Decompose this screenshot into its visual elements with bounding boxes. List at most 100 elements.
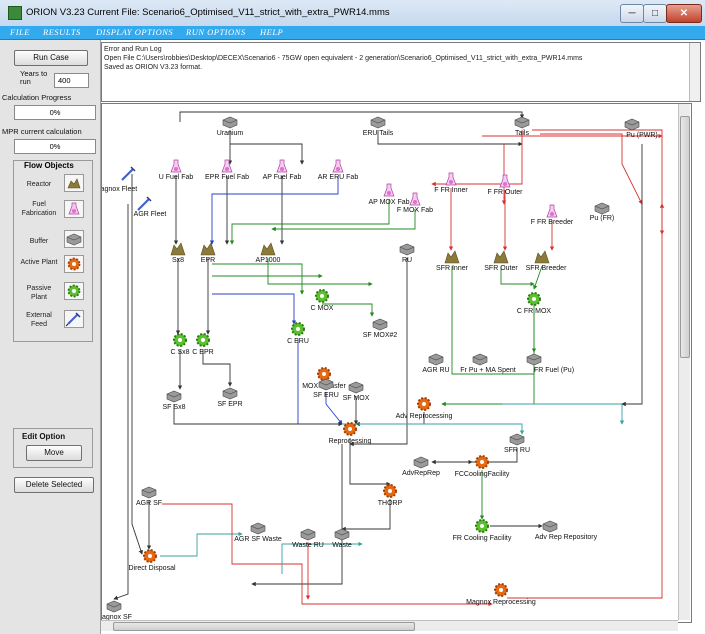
node-ru[interactable]: RU bbox=[399, 243, 415, 264]
delete-selected-button[interactable]: Delete Selected bbox=[14, 477, 94, 493]
error-run-log: Error and Run Log Open File C:\Users\rob… bbox=[101, 42, 701, 102]
flow-line bbox=[507, 203, 665, 599]
node-adv-reprocessing[interactable]: Adv Reprocessing bbox=[396, 397, 453, 420]
node-label: F MOX Fab bbox=[397, 207, 433, 214]
node-label: AR ERU Fab bbox=[318, 174, 359, 181]
node-u-fuel-fab[interactable]: U Fuel Fab bbox=[159, 159, 194, 181]
maximize-button[interactable]: □ bbox=[643, 4, 667, 23]
external-feed-icon[interactable] bbox=[64, 310, 84, 328]
node-magnox-reprocessing[interactable]: Magnox Reprocessing bbox=[466, 583, 536, 606]
node-ap-mox-fab[interactable]: AP MOX Fab bbox=[368, 183, 410, 206]
node-thorp[interactable]: THORP bbox=[378, 484, 403, 507]
flow-line bbox=[621, 144, 643, 407]
menu-file[interactable]: FILE bbox=[10, 27, 30, 37]
vertical-scrollbar[interactable] bbox=[678, 104, 690, 620]
node-c-fr-mox[interactable]: C FR MOX bbox=[517, 292, 552, 315]
menu-display-options[interactable]: DISPLAY OPTIONS bbox=[96, 27, 174, 37]
node-fr-cooling-facility[interactable]: FR Cooling Facility bbox=[453, 519, 512, 542]
node-sf-mox-2[interactable]: SF MOX#2 bbox=[363, 318, 398, 339]
node-label: ERU Tails bbox=[363, 130, 394, 137]
node-sfr-ru[interactable]: SFR RU bbox=[504, 433, 530, 454]
node-sf-mox[interactable]: SF MOX bbox=[343, 381, 370, 402]
horizontal-scroll-thumb[interactable] bbox=[113, 622, 415, 631]
active-plant-icon[interactable] bbox=[64, 255, 84, 273]
node-uranium[interactable]: Uranium bbox=[217, 116, 244, 137]
node-fr-fuel-pu[interactable]: FR Fuel (Pu) bbox=[526, 353, 574, 374]
flow-objects-title: Flow Objects bbox=[24, 161, 74, 170]
node-agr-sf[interactable]: AGR SF bbox=[136, 486, 162, 507]
node-tails[interactable]: Tails bbox=[514, 116, 530, 137]
node-reprocessing[interactable]: Reprocessing bbox=[329, 422, 372, 445]
node-label: Waste bbox=[332, 542, 352, 549]
node-label: C ERU bbox=[287, 338, 309, 345]
node-waste-ru[interactable]: Waste RU bbox=[292, 528, 324, 549]
node-c-epr[interactable]: C EPR bbox=[192, 333, 214, 356]
node-eru-tails[interactable]: ERU Tails bbox=[363, 116, 394, 137]
minimize-button[interactable]: ─ bbox=[620, 4, 644, 23]
menu-results[interactable]: RESULTS bbox=[43, 27, 81, 37]
node-fccoolingfacility[interactable]: FCCoolingFacility bbox=[455, 455, 510, 478]
menu-run-options[interactable]: RUN OPTIONS bbox=[186, 27, 246, 37]
node-pu-pwr[interactable]: Pu (PWR) bbox=[624, 118, 658, 139]
node-c-sx8[interactable]: C Sx8 bbox=[170, 333, 190, 356]
node-f-fr-inner[interactable]: F FR Inner bbox=[434, 172, 468, 194]
node-ap1000[interactable]: AP1000 bbox=[256, 242, 281, 264]
node-c-mox[interactable]: C MOX bbox=[311, 289, 334, 312]
log-scrollbar[interactable] bbox=[689, 43, 700, 101]
fuel-fabrication-icon[interactable] bbox=[64, 200, 84, 218]
flow-line bbox=[173, 404, 343, 427]
node-sfr-breeder[interactable]: SFR Breeder bbox=[526, 250, 568, 272]
node-agr-sf-waste[interactable]: AGR SF Waste bbox=[234, 522, 282, 543]
reactor-icon[interactable] bbox=[64, 174, 84, 192]
move-button[interactable]: Move bbox=[26, 445, 82, 461]
node-advreprep[interactable]: AdvRepRep bbox=[402, 456, 440, 477]
node-label: Magnox Fleet bbox=[102, 186, 137, 193]
node-fr-pu-ma-spent[interactable]: Fr Pu + MA Spent bbox=[460, 353, 516, 374]
node-c-eru[interactable]: C ERU bbox=[287, 322, 309, 345]
passive-plant-icon[interactable] bbox=[64, 282, 84, 300]
node-f-fr-breeder[interactable]: F FR Breeder bbox=[531, 204, 574, 226]
flow-line bbox=[502, 403, 625, 425]
flow-line bbox=[267, 258, 373, 287]
node-label: AGR SF Waste bbox=[234, 536, 282, 543]
node-magnox-fleet[interactable]: Magnox Fleet bbox=[102, 166, 137, 193]
node-adv-rep-repository[interactable]: Adv Rep Repository bbox=[535, 520, 598, 541]
node-sfr-outer[interactable]: SFR Outer bbox=[484, 250, 518, 272]
flow-line bbox=[202, 350, 233, 387]
node-agr-fleet[interactable]: AGR Fleet bbox=[134, 196, 167, 218]
node-pu-fr[interactable]: Pu (FR) bbox=[590, 202, 615, 222]
title-bar: ORION V3.23 Current File: Scenario6_Opti… bbox=[0, 0, 705, 27]
vertical-scroll-thumb[interactable] bbox=[680, 116, 690, 358]
node-ap-fuel-fab[interactable]: AP Fuel Fab bbox=[263, 159, 302, 181]
close-button[interactable]: ✕ bbox=[666, 4, 702, 23]
years-to-run-input[interactable]: 400 bbox=[54, 73, 89, 88]
mpr-calculation-label: MPR current calculation bbox=[2, 127, 82, 136]
node-ar-eru-fab[interactable]: AR ERU Fab bbox=[318, 159, 359, 181]
run-case-button[interactable]: Run Case bbox=[14, 50, 88, 66]
node-label: AP MOX Fab bbox=[368, 199, 409, 206]
node-label: AGR Fleet bbox=[134, 211, 167, 218]
flow-line bbox=[325, 392, 343, 425]
node-waste[interactable]: Waste bbox=[332, 528, 352, 549]
flow-object-buffer-label: Buffer bbox=[29, 238, 49, 245]
node-magnox-sf[interactable]: Magnox SF bbox=[102, 600, 132, 621]
node-label: F FR Breeder bbox=[531, 219, 574, 226]
flow-line bbox=[209, 176, 339, 245]
node-f-mox-fab[interactable]: F MOX Fab bbox=[397, 192, 433, 214]
node-epr-fuel-fab[interactable]: EPR Fuel Fab bbox=[205, 159, 249, 181]
node-sfr-inner[interactable]: SFR Inner bbox=[436, 250, 469, 272]
horizontal-scrollbar[interactable] bbox=[101, 620, 678, 631]
menu-help[interactable]: HELP bbox=[260, 27, 284, 37]
node-epr[interactable]: EPR bbox=[200, 242, 216, 264]
node-f-fr-outer[interactable]: F FR Outer bbox=[487, 174, 523, 196]
node-sx8[interactable]: Sx8 bbox=[170, 242, 186, 264]
buffer-icon[interactable] bbox=[64, 230, 84, 248]
calculation-progress-label: Calculation Progress bbox=[2, 93, 72, 102]
node-sf-eru[interactable]: SF ERU bbox=[313, 378, 339, 399]
node-direct-disposal[interactable]: Direct Disposal bbox=[128, 549, 176, 572]
node-label: EPR bbox=[201, 257, 215, 264]
node-sf-epr[interactable]: SF EPR bbox=[217, 387, 243, 408]
node-agr-ru[interactable]: AGR RU bbox=[422, 353, 450, 374]
node-sf-sx8[interactable]: SF Sx8 bbox=[163, 390, 186, 411]
